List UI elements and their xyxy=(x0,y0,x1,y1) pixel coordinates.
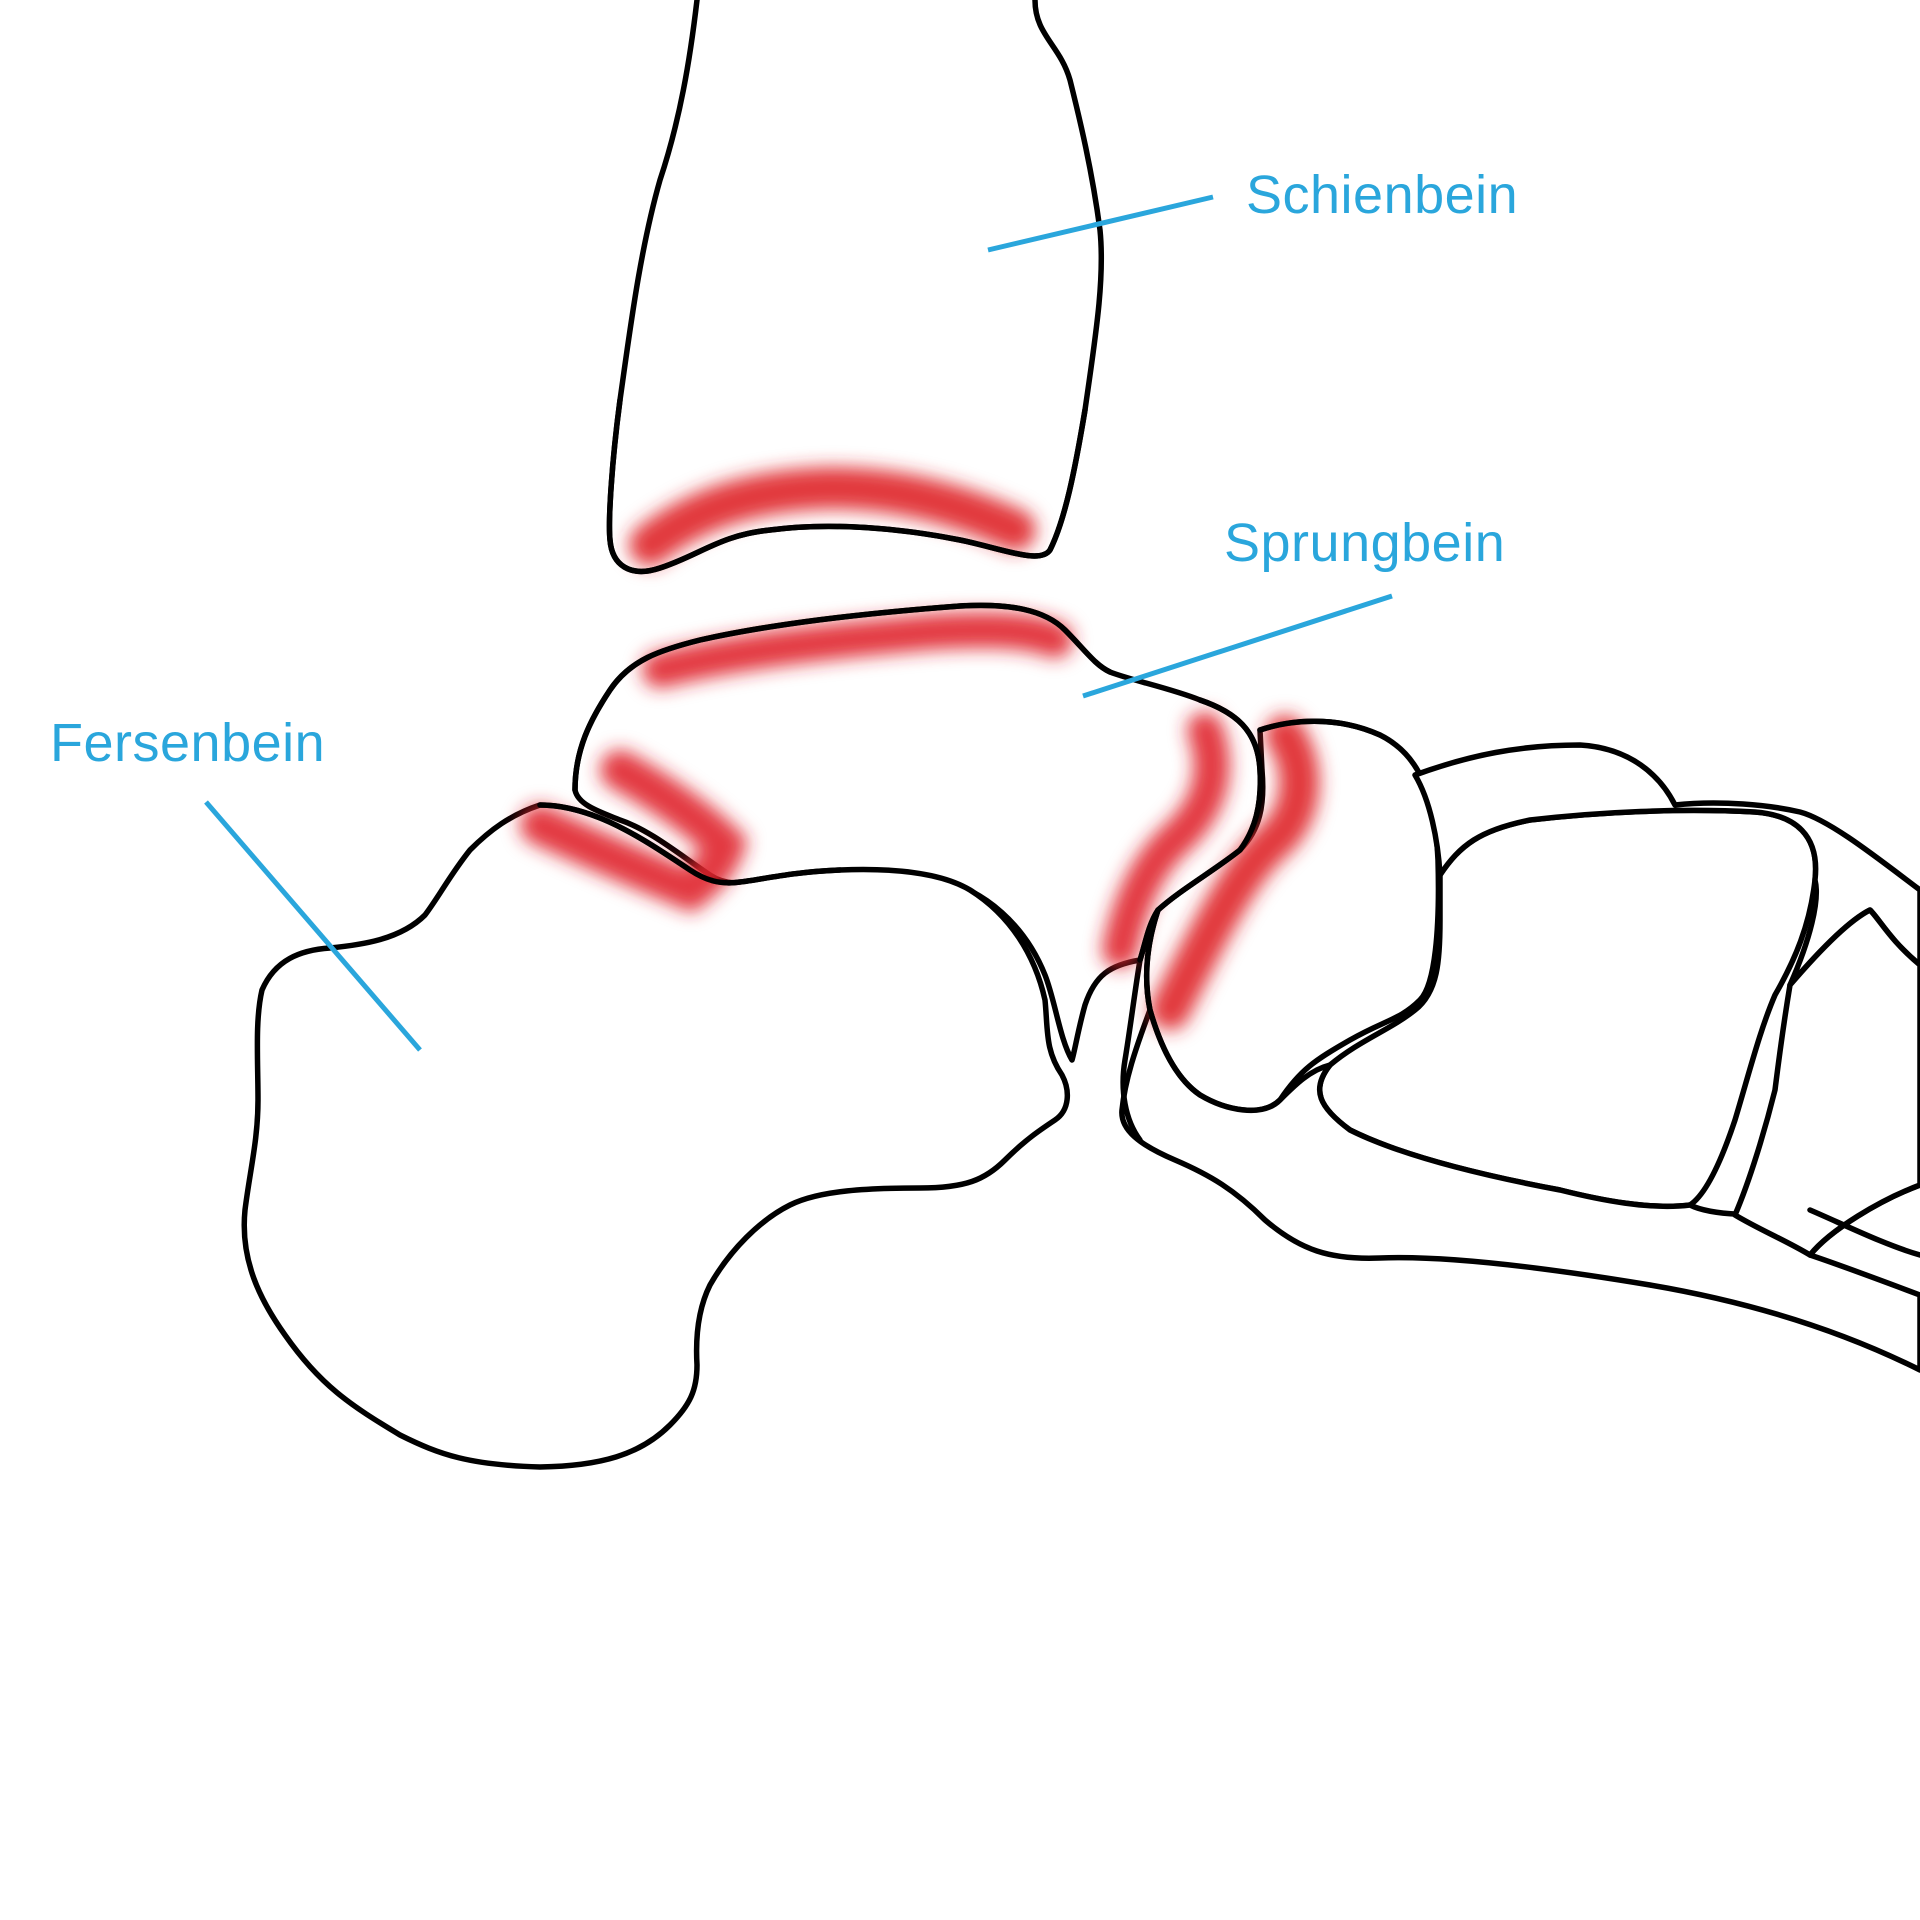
inflammation-talonavicular-right xyxy=(1150,715,1320,1030)
label-tibia: Schienbein xyxy=(1246,165,1519,225)
inflammation-talus-top xyxy=(642,612,1073,688)
label-talus: Sprungbein xyxy=(1224,513,1506,573)
inflammation-talonavicular-left xyxy=(1102,712,1230,968)
leader-lines xyxy=(204,194,1393,1052)
navicular-left-edge xyxy=(1144,718,1383,1098)
metatarsal-lower xyxy=(1732,907,1920,1258)
tibia-bottom-edge xyxy=(606,397,1088,575)
leader-line-calcaneus xyxy=(204,800,422,1052)
leader-line-talus xyxy=(1082,593,1393,699)
label-calcaneus: Fersenbein xyxy=(50,713,326,773)
talus-top-edge xyxy=(572,602,1113,793)
lateral-outline xyxy=(1120,957,1143,1143)
subtalar-edge xyxy=(537,802,843,886)
calcaneus-bone xyxy=(241,802,1071,1470)
leader-line-tibia xyxy=(987,194,1214,253)
inflammation-highlights xyxy=(520,466,1320,1030)
joint-outline-overlay xyxy=(537,397,1383,1098)
metatarsal-divider xyxy=(1807,1207,1920,1258)
inflammation-tibia-joint xyxy=(629,466,1036,566)
inflammation-subtalar xyxy=(520,750,748,913)
